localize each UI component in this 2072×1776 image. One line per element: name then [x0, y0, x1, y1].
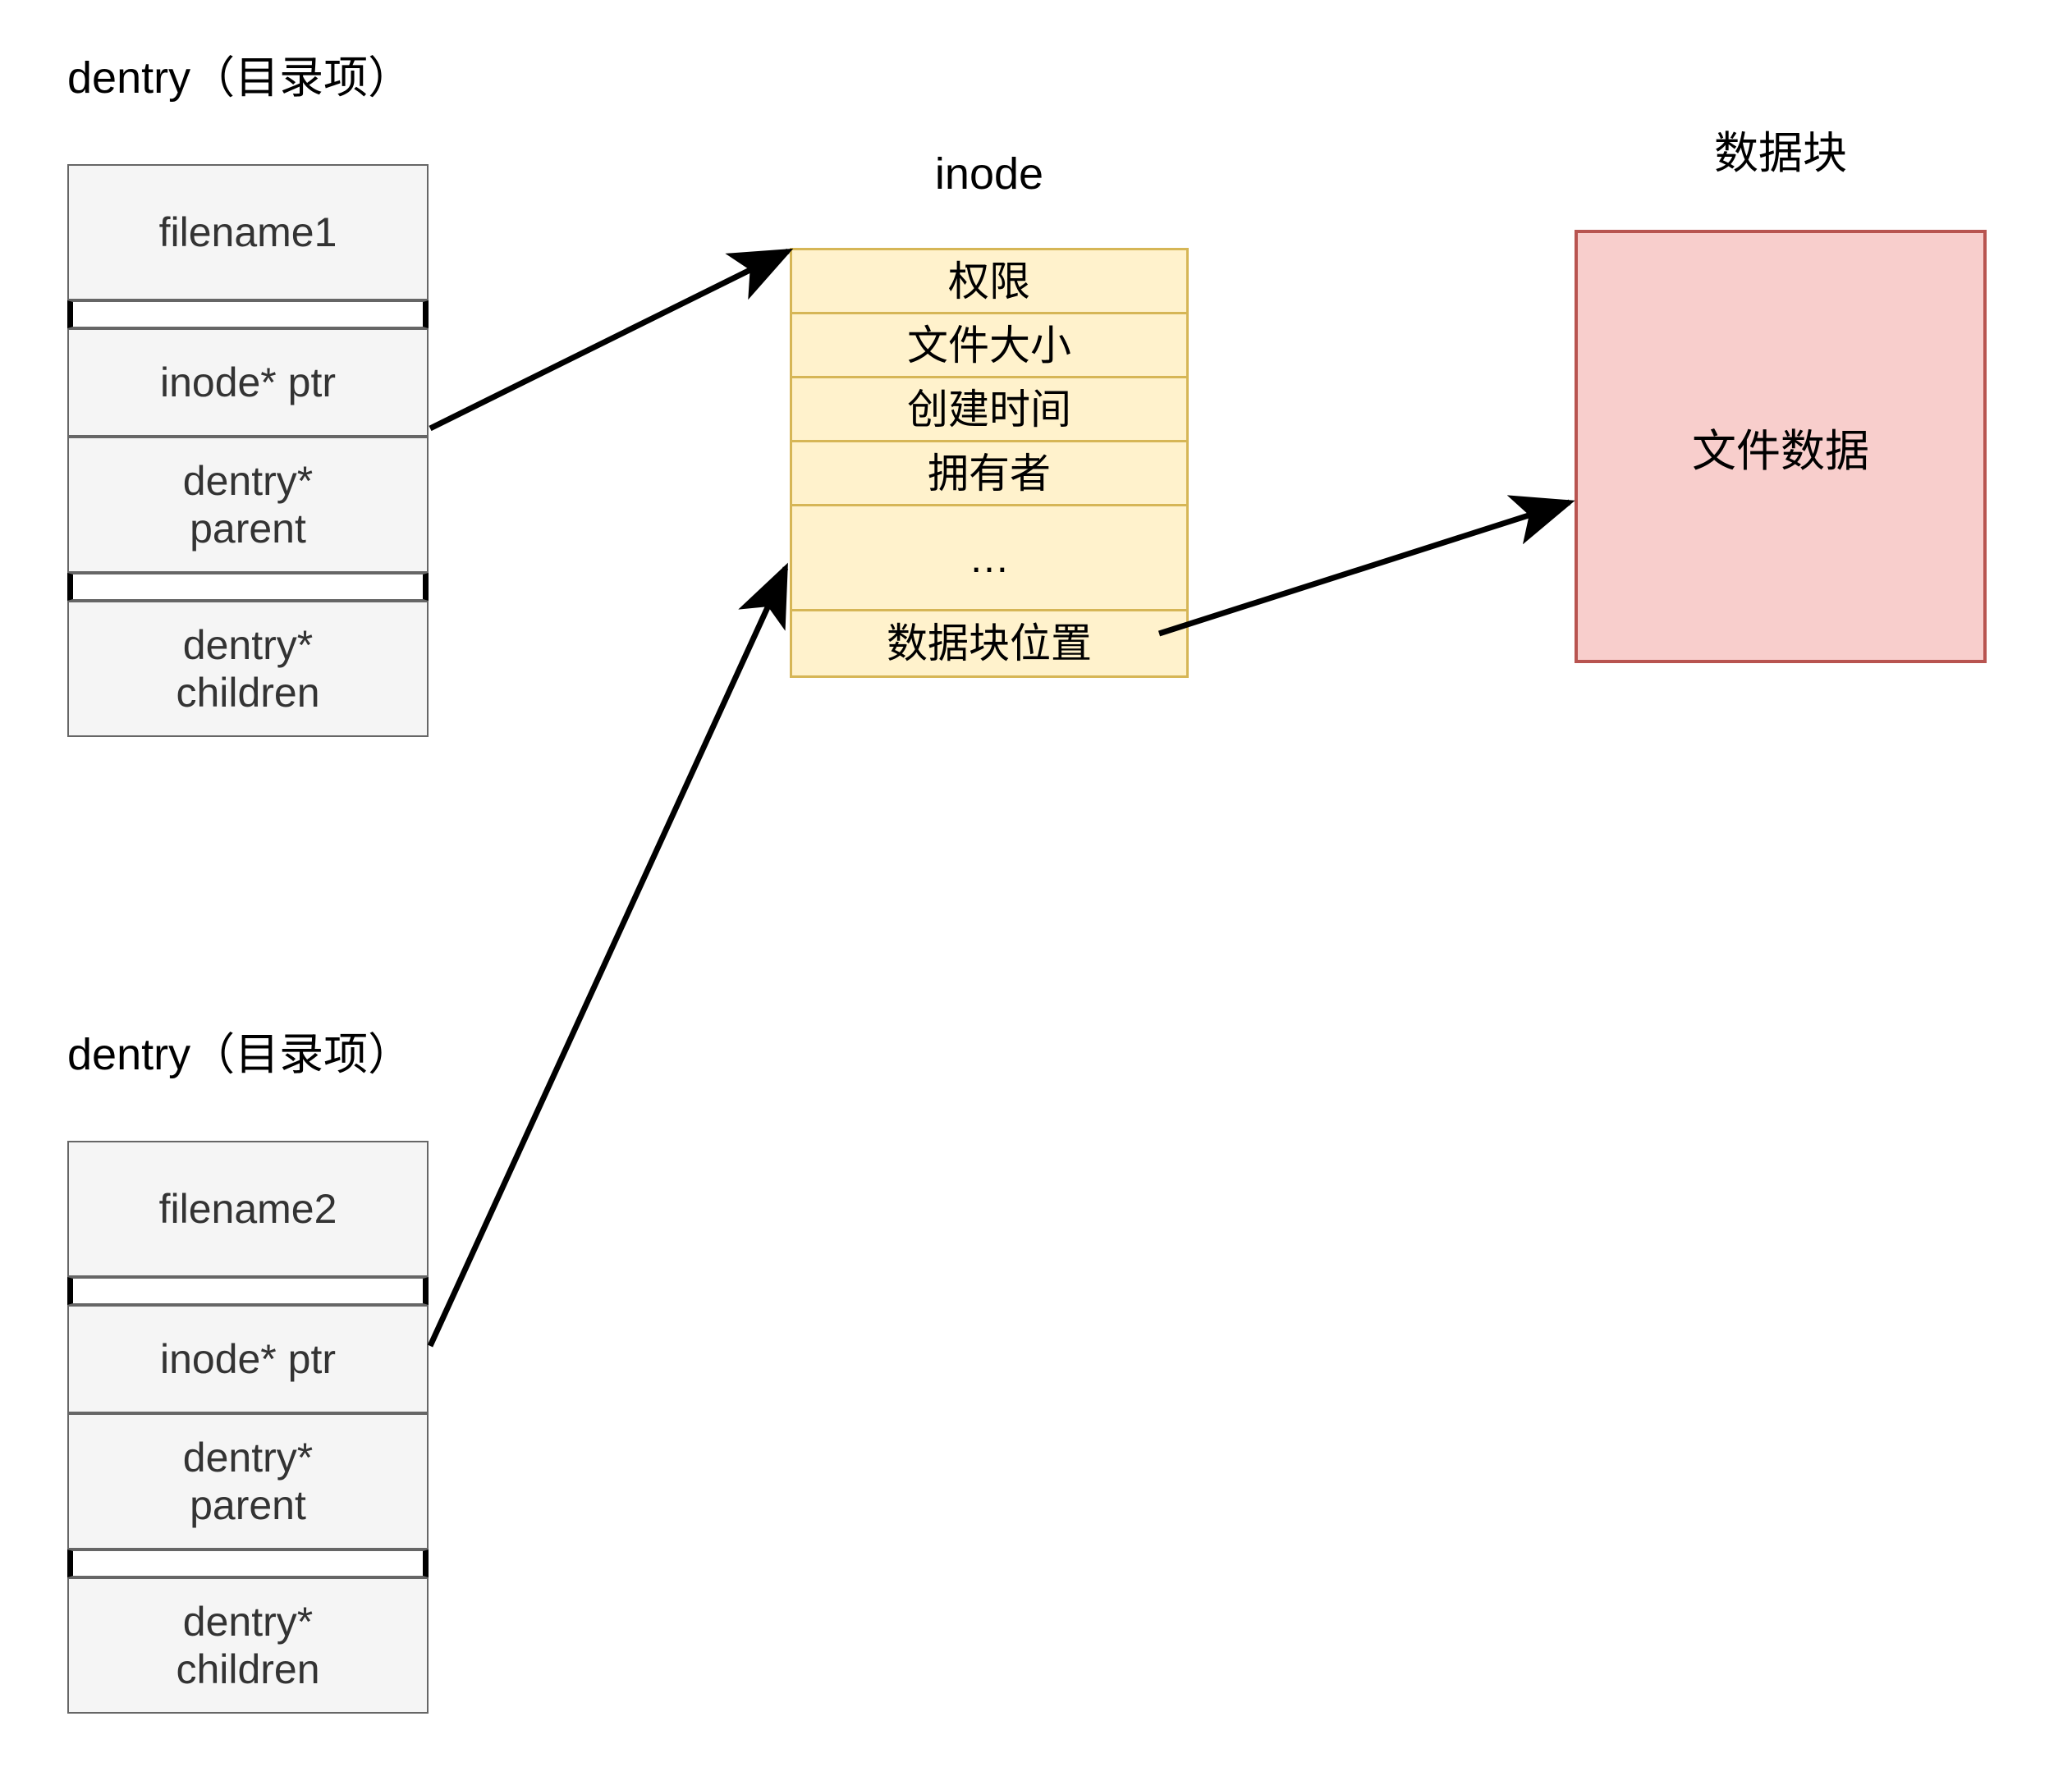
- datablock-label: 文件数据: [1692, 426, 1869, 476]
- inode-datablock-arrow: [1157, 495, 1575, 637]
- dentry2-row-dentry-parent[interactable]: dentry* parent: [67, 1413, 429, 1549]
- inode-row-file-size[interactable]: 文件大小: [792, 314, 1186, 378]
- inode-caption: inode: [934, 149, 1044, 199]
- inode-row-data-block-location[interactable]: 数据块位置: [792, 611, 1186, 675]
- dentry2-row-filename[interactable]: filename2: [67, 1141, 429, 1277]
- dentry1-inode-ptr-arrow: [429, 248, 794, 432]
- dentry2-row-dentry-children[interactable]: dentry* children: [67, 1577, 429, 1714]
- dentry1-row-dentry-parent[interactable]: dentry* parent: [67, 437, 429, 573]
- inode-row-owner[interactable]: 拥有者: [792, 442, 1186, 506]
- dentry2-inode-ptr-arrow: [427, 562, 789, 1348]
- inode-table: 权限 文件大小 创建时间 拥有者 … 数据块位置: [790, 248, 1189, 678]
- dentry1-gap-1: [67, 300, 429, 328]
- dentry1-gap-2: [67, 573, 429, 601]
- dentry2-row-inode-ptr[interactable]: inode* ptr: [67, 1305, 429, 1413]
- datablock-caption: 数据块: [1714, 129, 1847, 178]
- dentry2-gap-1: [67, 1277, 429, 1305]
- dentry2-table: filename2 inode* ptr dentry* parent dent…: [67, 1141, 429, 1714]
- inode-row-permissions[interactable]: 权限: [792, 250, 1186, 314]
- dentry2-gap-2: [67, 1549, 429, 1577]
- dentry1-row-dentry-children[interactable]: dentry* children: [67, 601, 429, 737]
- dentry1-caption: dentry（目录项）: [67, 53, 413, 103]
- dentry1-table: filename1 inode* ptr dentry* parent dent…: [67, 164, 429, 737]
- datablock-box[interactable]: 文件数据: [1575, 230, 1987, 663]
- dentry1-row-filename[interactable]: filename1: [67, 164, 429, 300]
- dentry2-caption: dentry（目录项）: [67, 1030, 413, 1079]
- inode-row-ellipsis[interactable]: …: [792, 506, 1186, 611]
- dentry1-row-inode-ptr[interactable]: inode* ptr: [67, 328, 429, 437]
- inode-row-create-time[interactable]: 创建时间: [792, 378, 1186, 442]
